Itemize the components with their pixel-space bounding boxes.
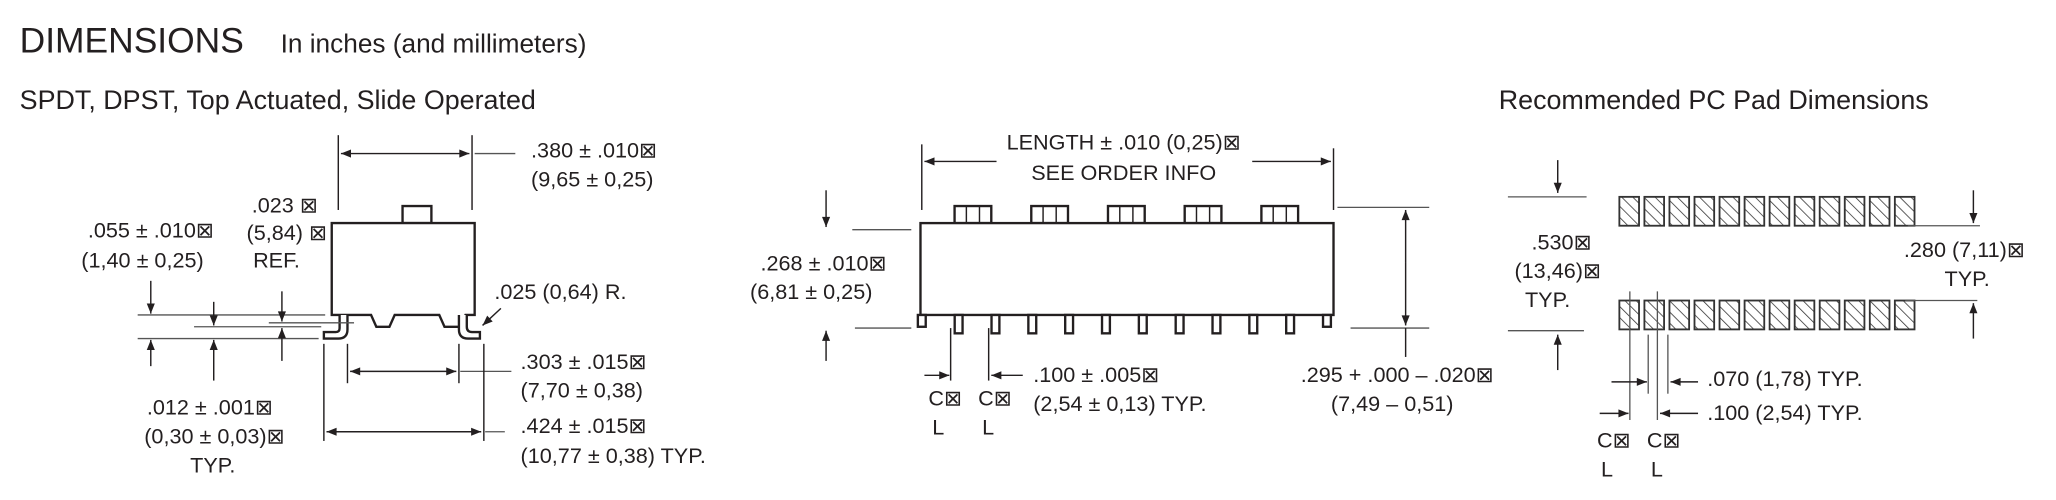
switch-actuator [401, 204, 433, 225]
pin [1137, 313, 1148, 335]
side-view-title: SPDT, DPST, Top Actuated, Slide Operated [20, 85, 536, 115]
width-dimension: .380 ± .010⊠ [531, 137, 657, 162]
switch-body-side [330, 221, 476, 328]
centerline-label: C⊠ [978, 386, 1012, 411]
row-span-typ: TYP. [1525, 287, 1570, 312]
actuator [1183, 204, 1223, 225]
actuator-height-ref: REF. [253, 248, 300, 273]
pad-pitch-dimension: .100 (2,54) TYP. [1707, 400, 1862, 425]
length-dimension: LENGTH ± .010 (0,25)⊠ [1007, 130, 1241, 155]
centerline-label-sub: L [982, 414, 994, 439]
page-subtitle: In inches (and millimeters) [281, 28, 587, 58]
actuator [953, 204, 993, 225]
pin [1100, 313, 1112, 335]
pad [1793, 195, 1816, 227]
lead-inner-dimension-mm: (7,70 ± 0,38) [521, 378, 643, 403]
actuator [1260, 204, 1300, 225]
pad [1668, 299, 1691, 331]
pin [990, 313, 1001, 335]
overall-height-dimension: .295 + .000 – .020⊠ [1301, 362, 1494, 387]
centerline-label-sub: L [1601, 456, 1613, 481]
lead-thickness-dimension-mm: (0,30 ± 0,03)⊠ [144, 424, 285, 449]
front-view-drawing [822, 144, 1430, 381]
centerline-label: C⊠ [1647, 427, 1681, 452]
pad-layout-drawing [1507, 160, 1980, 420]
pin [1027, 313, 1038, 335]
pad [1868, 299, 1891, 331]
pin [1211, 313, 1222, 335]
standoff-dimension: .055 ± .010⊠ [88, 218, 214, 243]
pin [1285, 313, 1296, 335]
pin [1174, 313, 1185, 335]
pin [1321, 313, 1333, 328]
lead-inner-dimension: .303 ± .015⊠ [521, 349, 647, 374]
width-dimension-mm: (9,65 ± 0,25) [531, 166, 653, 191]
pad [1818, 195, 1841, 227]
switch-body-front [919, 221, 1335, 317]
pad [1718, 195, 1741, 227]
right-lead [457, 314, 482, 340]
radius-dimension: .025 (0,64) R. [494, 279, 626, 304]
centerline-label: C⊠ [928, 386, 962, 411]
pad [1768, 299, 1791, 331]
lead-outer-dimension-mm: (10,77 ± 0,38) TYP. [521, 443, 706, 468]
pad [1893, 299, 1916, 331]
pad [1743, 195, 1766, 227]
standoff-dimension-mm: (1,40 ± 0,25) [81, 248, 203, 273]
pad [1893, 195, 1916, 227]
lead-outer-dimension: .424 ± .015⊠ [521, 413, 647, 438]
pad [1668, 195, 1691, 227]
pad-width-dimension: .070 (1,78) TYP. [1707, 366, 1862, 391]
row-gap-dimension: .280 (7,11)⊠ [1904, 237, 2025, 262]
pad [1818, 299, 1841, 331]
pad [1868, 195, 1891, 227]
pad [1768, 195, 1791, 227]
lead-thickness-typ: TYP. [190, 452, 235, 477]
side-view-drawing [137, 135, 516, 441]
pad [1843, 299, 1866, 331]
centerline-label: C⊠ [1597, 427, 1631, 452]
lead-thickness-dimension: .012 ± .001⊠ [147, 395, 273, 420]
pad [1793, 299, 1816, 331]
body-height-dimension: .268 ± .010⊠ [761, 250, 887, 275]
page-title: DIMENSIONS [20, 20, 244, 60]
pad [1643, 299, 1665, 331]
body-height-dimension-mm: (6,81 ± 0,25) [750, 279, 872, 304]
pad [1693, 299, 1716, 331]
pad [1718, 299, 1741, 331]
centerline-label-sub: L [932, 414, 944, 439]
pad [1643, 195, 1665, 227]
pitch-dimension: .100 ± .005⊠ [1033, 362, 1159, 387]
pad-view-title: Recommended PC Pad Dimensions [1499, 85, 1929, 115]
actuator-height-dimension: .023 ⊠ [252, 193, 318, 218]
pitch-dimension-mm: (2,54 ± 0,13) TYP. [1033, 391, 1206, 416]
pin [1064, 313, 1075, 335]
row-span-dimension-mm: (13,46)⊠ [1514, 258, 1601, 283]
left-lead [322, 314, 349, 340]
pad [1843, 195, 1866, 227]
pad [1618, 195, 1640, 227]
actuator-height-dimension-mm: (5,84) ⊠ [247, 220, 328, 245]
pin [1248, 313, 1259, 335]
length-see-order-info: SEE ORDER INFO [1031, 160, 1216, 185]
actuator [1030, 204, 1070, 225]
centerline-label-sub: L [1651, 456, 1663, 481]
actuator [1106, 204, 1146, 225]
pad [1743, 299, 1766, 331]
pad [1693, 195, 1716, 227]
overall-height-dimension-mm: (7,49 – 0,51) [1331, 391, 1454, 416]
row-span-dimension: .530⊠ [1532, 229, 1592, 254]
pin [953, 313, 964, 335]
row-gap-typ: TYP. [1945, 266, 1990, 291]
pin [916, 313, 927, 328]
